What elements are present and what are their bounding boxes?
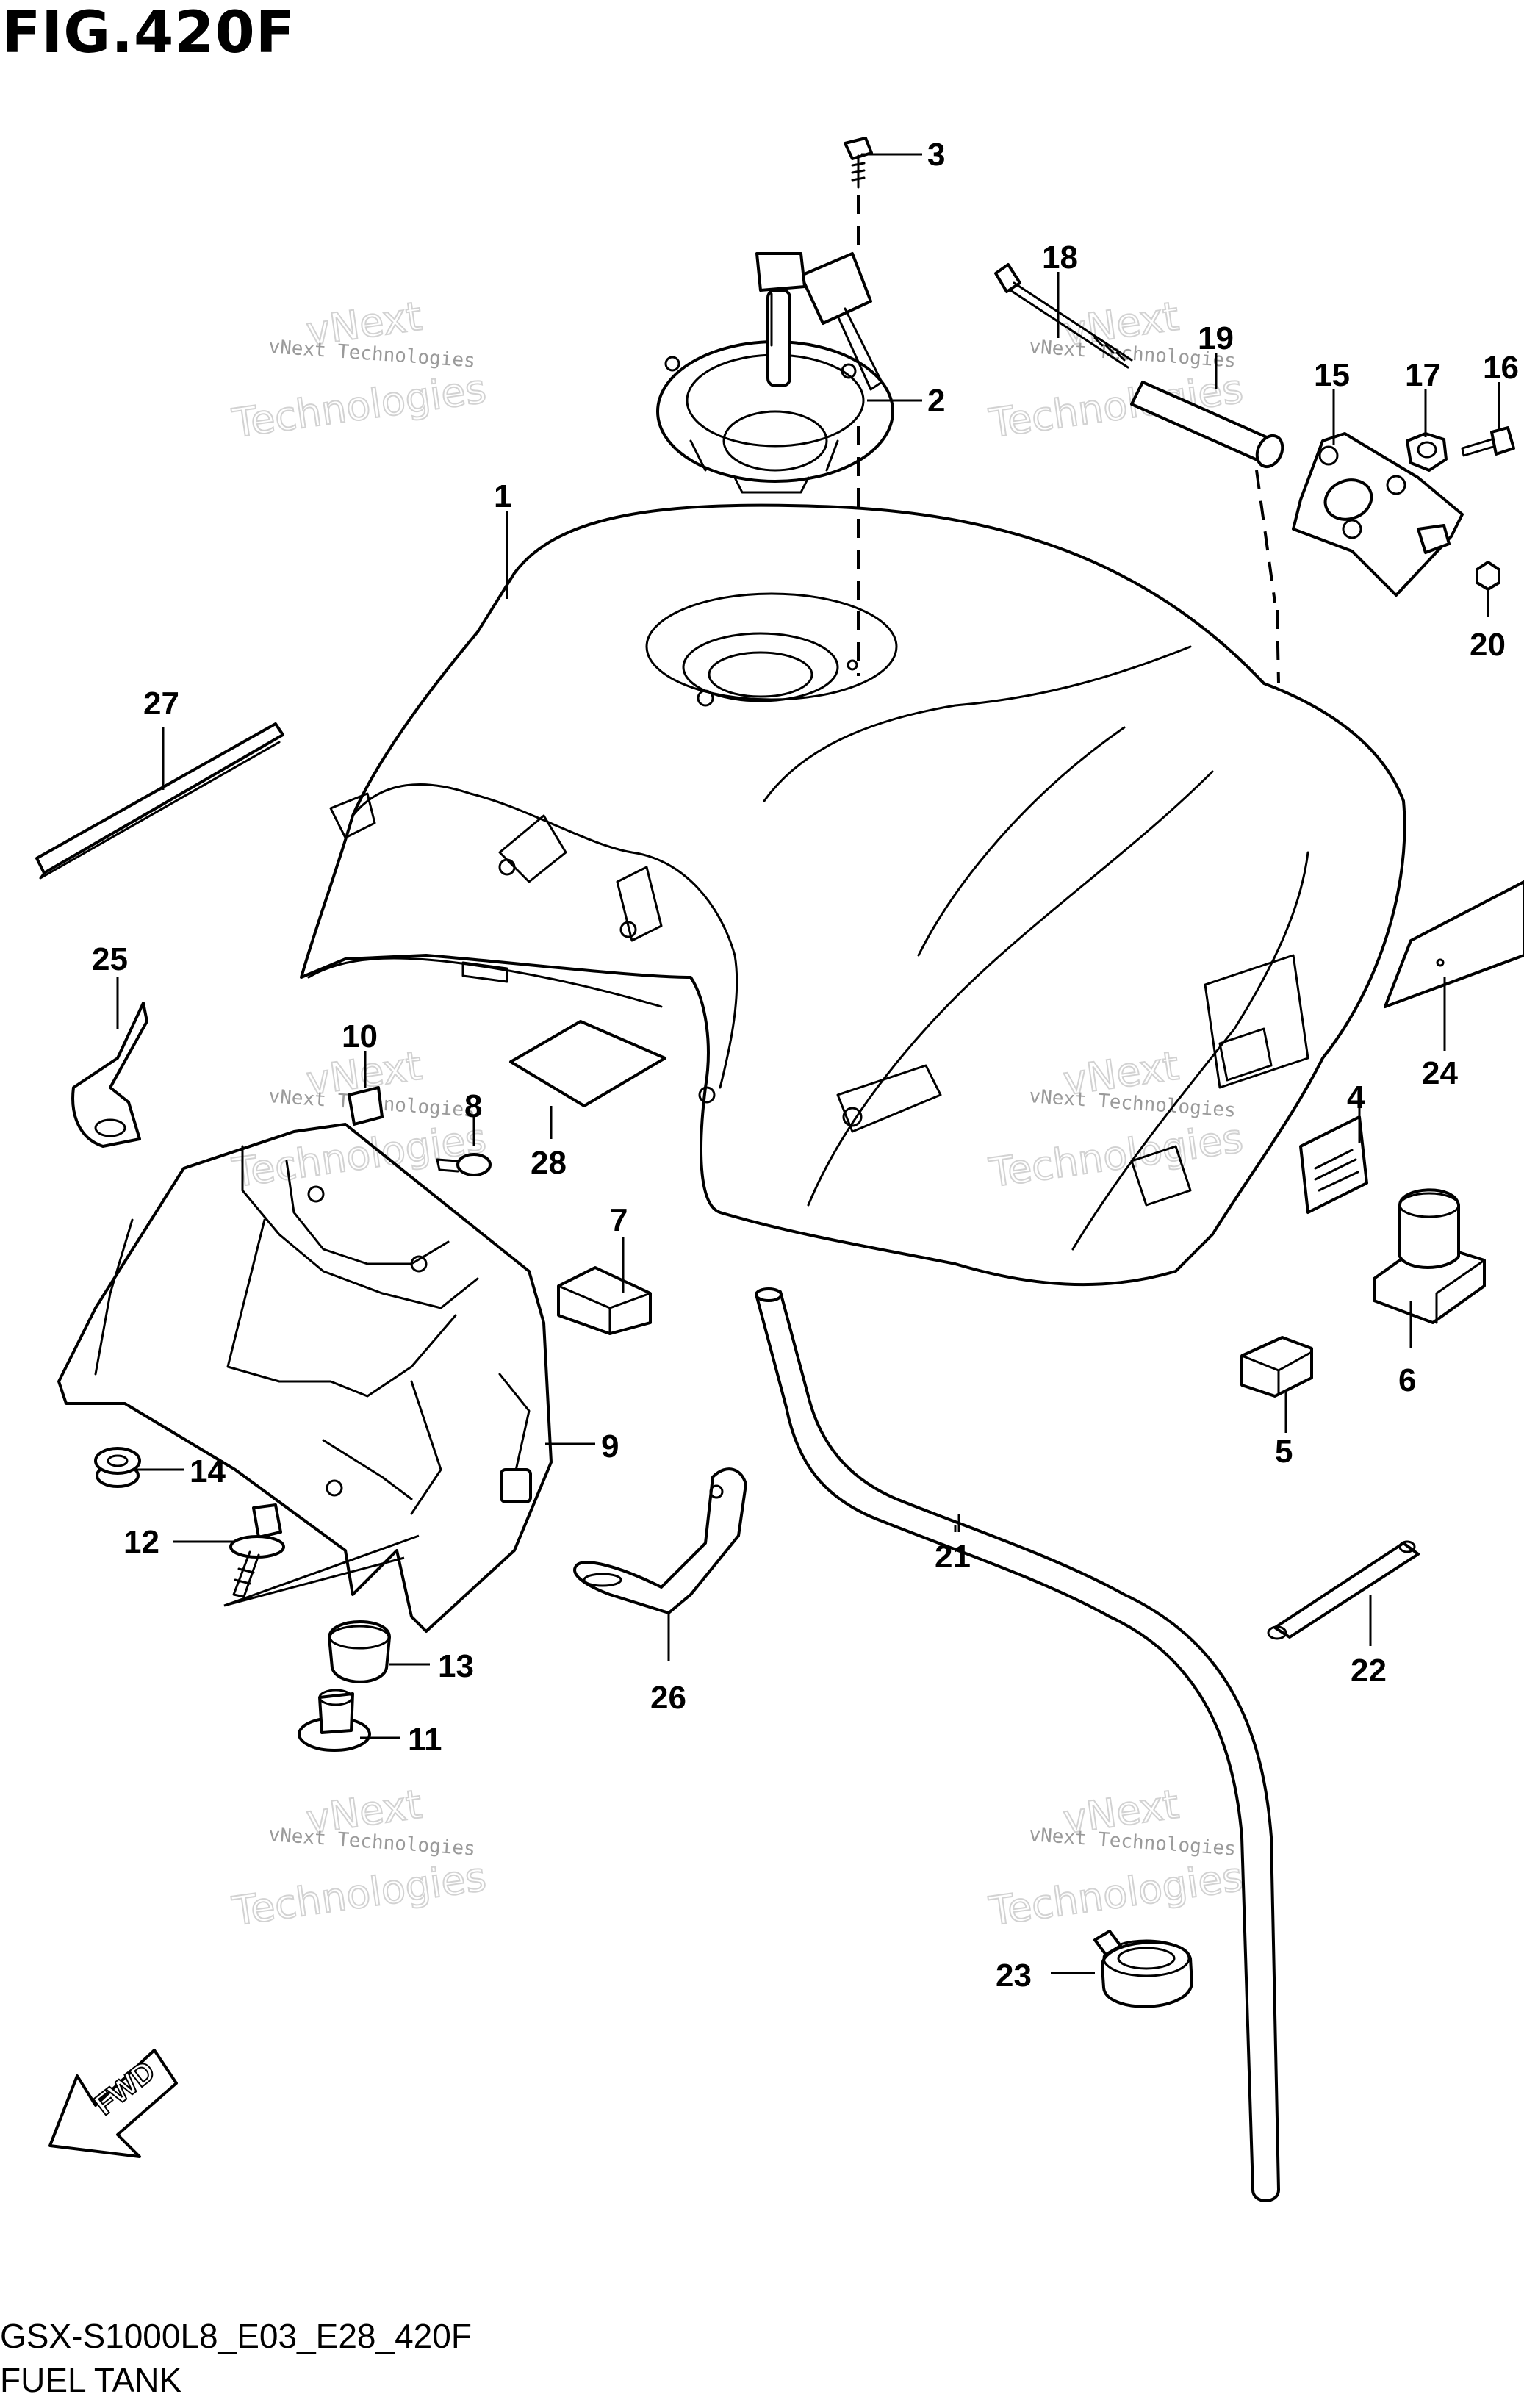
cushion-part-13 — [328, 1620, 391, 1683]
fwd-arrow-icon: FWD — [48, 2049, 178, 2158]
figure-name: FUEL TANK — [0, 2361, 182, 2399]
callout-2: 2 — [927, 383, 945, 419]
callout-12: 12 — [123, 1524, 159, 1560]
nut-part-17 — [1406, 432, 1448, 472]
bolt-part-16 — [1461, 426, 1515, 457]
collar-part-19 — [1130, 381, 1284, 469]
bracket-part-26 — [573, 1467, 747, 1614]
model-code: GSX-S1000L8_E03_E28_420F — [0, 2317, 472, 2355]
hose-part-21 — [755, 1287, 1280, 2202]
watermark-group-5: Technologies vNext vNext Technologies — [229, 1780, 489, 1936]
grommet-part-14 — [94, 1447, 141, 1488]
callout-14: 14 — [190, 1453, 226, 1489]
strip-part-27 — [35, 722, 284, 880]
callout-numbers: 1 2 3 4 5 6 7 8 9 10 11 12 13 14 15 16 1… — [92, 137, 1519, 1994]
svg-text:Technologies: Technologies — [229, 1115, 489, 1196]
callout-16: 16 — [1483, 350, 1519, 386]
callout-6: 6 — [1398, 1362, 1416, 1398]
pad-part-24 — [1384, 880, 1524, 1008]
callout-22: 22 — [1351, 1653, 1387, 1689]
label-part-4 — [1299, 1115, 1368, 1214]
callout-11: 11 — [408, 1722, 442, 1758]
bracket-part-25 — [71, 1002, 148, 1148]
callout-8: 8 — [464, 1088, 482, 1124]
fuel-tank-part-1 — [300, 503, 1406, 1287]
callout-9: 9 — [601, 1428, 619, 1464]
inner-panel-part-9 — [57, 1123, 553, 1633]
band-part-22 — [1267, 1540, 1420, 1640]
callout-4: 4 — [1347, 1079, 1365, 1115]
svg-text:Technologies: Technologies — [229, 1853, 489, 1935]
callout-24: 24 — [1422, 1055, 1458, 1091]
damper-part-6 — [1373, 1188, 1486, 1324]
svg-text:Technologies: Technologies — [229, 365, 489, 447]
callout-3: 3 — [927, 137, 945, 173]
callout-17: 17 — [1405, 357, 1441, 393]
figure-title: FIG.420F — [1, 0, 296, 66]
watermark-group-6: Technologies vNext vNext Technologies — [985, 1780, 1246, 1936]
clip-part-10 — [348, 1086, 384, 1126]
bolt-part-18 — [994, 263, 1133, 369]
fuel-cap-part-2 — [656, 252, 894, 494]
block-part-7 — [557, 1266, 652, 1335]
callout-20: 20 — [1470, 627, 1506, 663]
collar-part-11 — [298, 1689, 371, 1752]
watermark-group-1: Technologies vNext vNext Technologies — [229, 292, 489, 448]
callout-23: 23 — [996, 1958, 1032, 1994]
callout-13: 13 — [438, 1648, 474, 1684]
callout-26: 26 — [650, 1680, 686, 1716]
watermark-group-4: Technologies vNext vNext Technologies — [985, 1042, 1246, 1197]
callout-27: 27 — [143, 686, 179, 722]
nut-part-20 — [1476, 561, 1500, 591]
callout-18: 18 — [1042, 240, 1078, 276]
pad-part-28 — [509, 1020, 666, 1107]
block-part-5 — [1240, 1336, 1313, 1398]
callout-7: 7 — [610, 1202, 628, 1238]
callout-25: 25 — [92, 941, 128, 977]
callout-28: 28 — [531, 1145, 567, 1181]
screw-part-8 — [436, 1153, 492, 1176]
callout-19: 19 — [1198, 320, 1234, 356]
callout-1: 1 — [494, 478, 511, 514]
svg-text:Technologies: Technologies — [986, 1853, 1246, 1935]
bracket-plate-part-15 — [1255, 432, 1464, 684]
bolt-part-12 — [229, 1503, 285, 1598]
callout-21: 21 — [935, 1539, 971, 1575]
callout-5: 5 — [1275, 1434, 1293, 1470]
callout-10: 10 — [342, 1018, 378, 1054]
leader-lines — [116, 153, 1500, 1974]
clamp-part-23 — [1093, 1930, 1193, 2008]
callout-15: 15 — [1314, 357, 1350, 393]
